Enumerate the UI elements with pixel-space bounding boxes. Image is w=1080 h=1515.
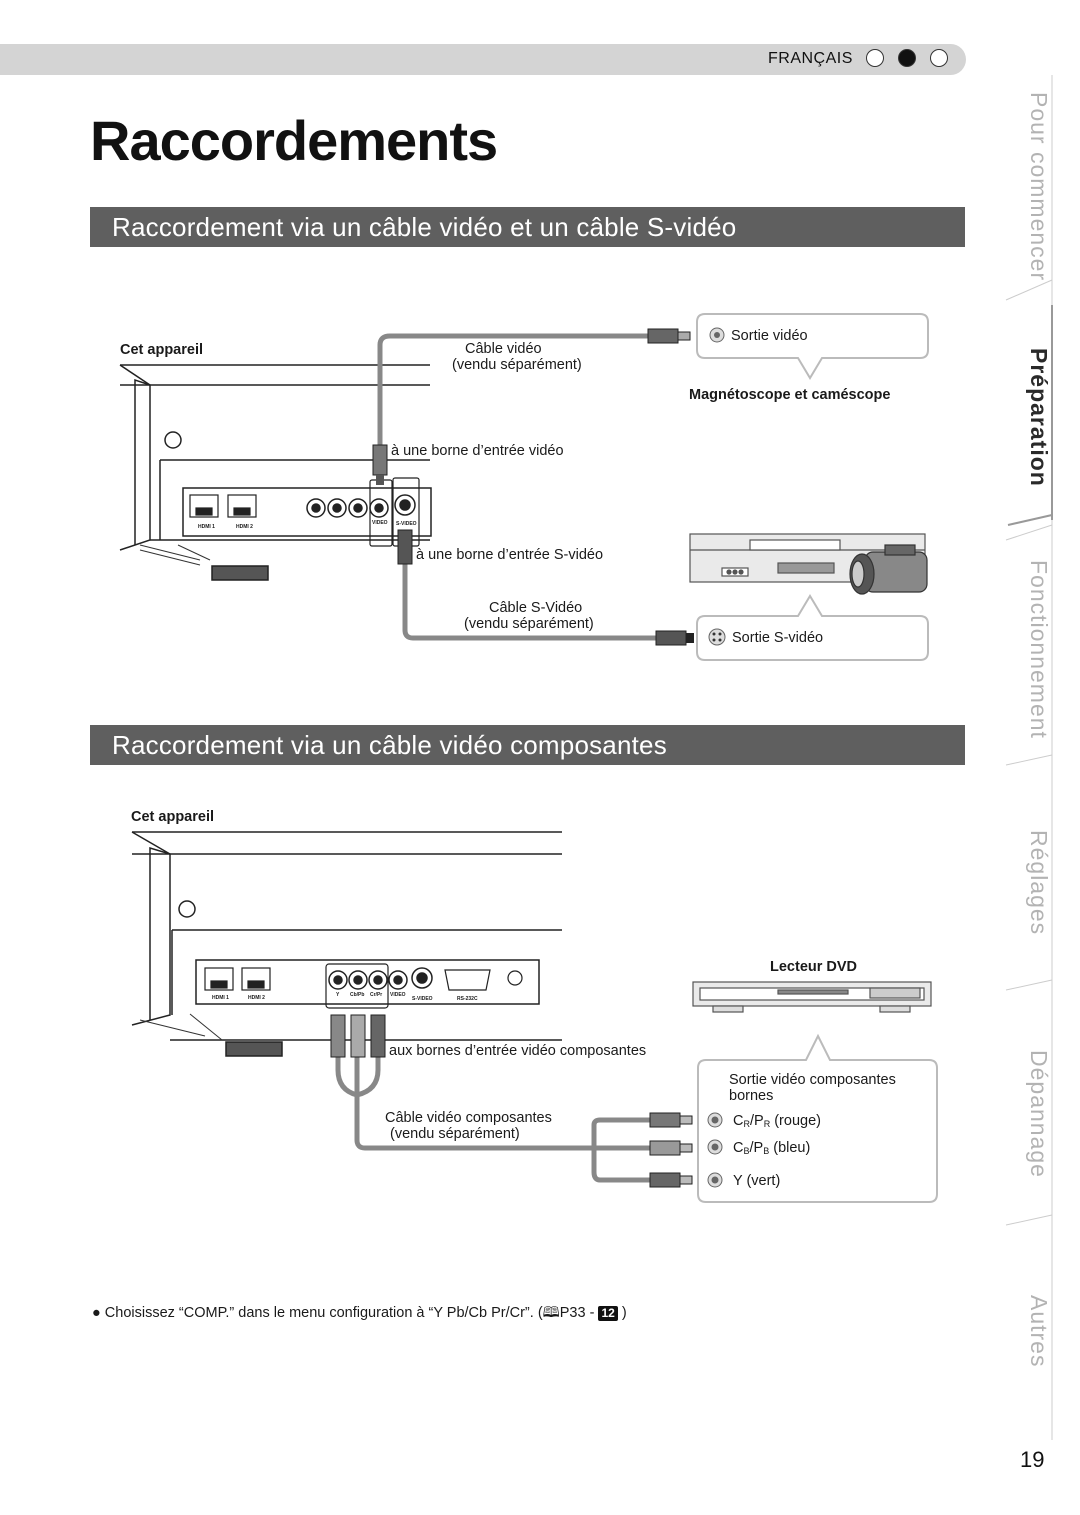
svideo-port-label-2: S-VIDEO <box>412 996 433 1002</box>
note-page-ref: P33 - <box>559 1305 599 1321</box>
hdmi1-port-label: HDMI 1 <box>198 524 215 530</box>
component-plugs-projector-end <box>330 1014 386 1058</box>
device-label-1: Cet appareil <box>120 342 203 358</box>
video-port-label-2: VIDEO <box>390 992 406 998</box>
hdmi-ports-1 <box>189 494 257 518</box>
section-heading-component: Raccordement via un câble vidéo composan… <box>90 725 965 765</box>
component-jack-icons <box>707 1112 723 1188</box>
note: ● Choisissez “COMP.” dans le menu config… <box>92 1302 627 1327</box>
book-icon: 🕮 <box>542 1305 560 1321</box>
language-indicator-3 <box>930 49 948 67</box>
side-tab-fonctionnement[interactable]: Fonctionnement <box>1026 560 1052 739</box>
rs232c-port <box>444 969 523 991</box>
component-output-label-line2: bornes <box>729 1088 774 1104</box>
callout-component-output <box>697 1033 938 1203</box>
projector-vents-2 <box>139 1013 223 1041</box>
component-cable-bundle <box>354 1050 594 1151</box>
y-port-label: Y <box>336 992 340 998</box>
language-indicator-1 <box>866 49 884 67</box>
page-number: 19 <box>1020 1447 1045 1472</box>
dvd-player-illustration <box>692 981 932 1013</box>
video-input-label: à une borne d’entrée vidéo <box>391 443 564 459</box>
component-input-label: aux bornes d’entrée vidéo composantes <box>389 1043 647 1059</box>
projector-rear-2 <box>131 831 562 1057</box>
output-y-label: Y (vert) <box>733 1173 781 1189</box>
source-device-label: Magnétoscope et caméscope <box>689 387 891 403</box>
output-cr-label: CR/PR (rouge) <box>733 1113 821 1129</box>
svideo-plug-projector-end <box>397 529 413 565</box>
rs232c-port-label: RS-232C <box>457 996 478 1002</box>
hdmi-ports-2 <box>204 967 271 991</box>
hdmi1-port-label-2: HDMI 1 <box>212 995 229 1001</box>
note-text: Choisissez “COMP.” dans le menu configur… <box>104 1305 543 1321</box>
side-tab-depannage[interactable]: Dépannage <box>1026 1050 1052 1178</box>
side-tab-pour-commencer[interactable]: Pour commencer <box>1026 92 1052 282</box>
side-tab-dividers <box>1005 75 1053 1440</box>
device-label-2: Cet appareil <box>131 809 214 825</box>
callout-svideo-output <box>696 594 929 661</box>
svideo-port-label: S-VIDEO <box>396 521 417 527</box>
language-label: FRANÇAIS <box>768 50 853 67</box>
video-cable <box>377 333 650 470</box>
svideo-cable-label-line1: Câble S-Vidéo <box>489 600 583 616</box>
video-cable-label-line2: (vendu séparément) <box>452 357 582 373</box>
video-plug-projector-end <box>372 444 388 485</box>
component-output-label-line1: Sortie vidéo composantes <box>729 1072 896 1088</box>
video-port-label: VIDEO <box>372 520 388 526</box>
rca-ports-2 <box>328 967 433 990</box>
component-plugs-source-end <box>649 1112 693 1188</box>
callout-video-output <box>696 313 929 380</box>
hdmi2-port-label-2: HDMI 2 <box>248 995 265 1001</box>
bullet-icon: ● <box>92 1305 105 1321</box>
svideo-cable <box>402 540 660 641</box>
connection-diagrams <box>119 313 938 1203</box>
language-bar <box>0 44 966 75</box>
projector-vents-1 <box>139 544 211 566</box>
output-cb-label: CB/PB (bleu) <box>733 1140 811 1156</box>
component-cable-label-line1: Câble vidéo composantes <box>385 1110 552 1126</box>
svideo-cable-label-line2: (vendu séparément) <box>464 616 594 632</box>
crpr-port-label: Cr/Pr <box>370 992 383 998</box>
rca-ports-1 <box>306 494 416 518</box>
note-item-number: 12 <box>598 1306 618 1321</box>
cbpb-port-label: Cb/Pb <box>350 992 365 998</box>
dvd-player-label: Lecteur DVD <box>770 959 858 975</box>
svideo-input-label: à une borne d’entrée S-vidéo <box>416 547 604 563</box>
component-cable-label-line2: (vendu séparément) <box>390 1126 520 1142</box>
video-plug-source-end <box>647 328 691 344</box>
svideo-output-label: Sortie S-vidéo <box>732 630 824 646</box>
camcorder-illustration <box>849 544 928 595</box>
language-indicator-2-active <box>898 49 916 67</box>
svideo-plug-source-end <box>655 630 694 646</box>
hdmi2-port-label: HDMI 2 <box>236 524 253 530</box>
video-cable-label-line1: Câble vidéo <box>465 341 542 357</box>
page-title: Raccordements <box>90 109 498 172</box>
side-tab-autres[interactable]: Autres <box>1026 1295 1052 1368</box>
note-close: ) <box>617 1305 627 1321</box>
side-tab-reglages[interactable]: Réglages <box>1026 830 1052 936</box>
section-heading-video-svideo: Raccordement via un câble vidéo et un câ… <box>90 207 965 247</box>
video-output-label: Sortie vidéo <box>731 328 808 344</box>
side-tab-preparation[interactable]: Préparation <box>1026 348 1052 487</box>
